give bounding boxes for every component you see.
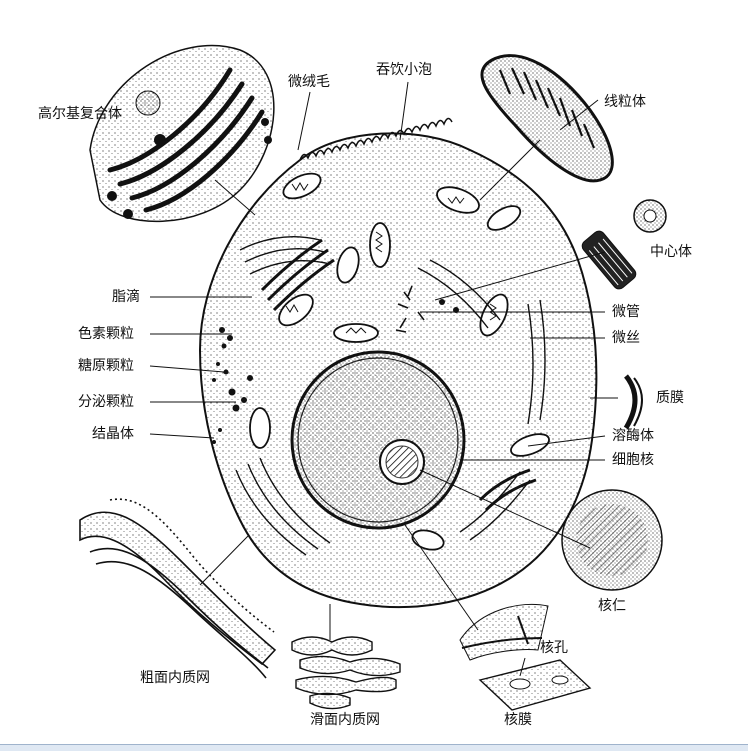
label-plasma-membrane: 质膜 [656,390,684,406]
label-crystalloid: 结晶体 [92,426,134,442]
label-mitochondrion: 线粒体 [604,94,646,110]
label-secretory-granule: 分泌颗粒 [78,394,134,410]
label-nucleolus: 核仁 [598,598,626,614]
label-lipid-droplet: 脂滴 [112,289,140,305]
nucleus [292,352,464,528]
plasma-membrane-detail [626,376,642,428]
label-pigment-granule: 色素颗粒 [78,326,134,342]
label-microtubule: 微管 [612,304,640,320]
label-glycogen-granule: 糖原颗粒 [78,358,134,374]
label-rough-er: 粗面内质网 [140,670,210,686]
label-golgi-complex: 高尔基复合体 [38,106,122,122]
golgi-complex-detail [90,46,274,222]
label-pinocytic-vesicle: 吞饮小泡 [376,62,432,78]
label-nuclear-pore: 核孔 [540,640,568,656]
nuclear-envelope-detail [480,660,590,710]
mitochondrion-detail [482,56,612,181]
label-nuclear-envelope: 核膜 [504,712,532,728]
bottom-divider [0,744,748,751]
label-centrosome: 中心体 [650,244,692,260]
label-microfilament: 微丝 [612,330,640,346]
label-lysosome: 溶酶体 [612,428,654,444]
nucleolus-detail [562,490,662,590]
label-microvilli: 微绒毛 [288,74,330,90]
nuclear-pore-detail [460,604,548,660]
label-smooth-er: 滑面内质网 [310,712,380,728]
smooth-er-detail [292,637,400,709]
label-nucleus: 细胞核 [612,452,654,468]
